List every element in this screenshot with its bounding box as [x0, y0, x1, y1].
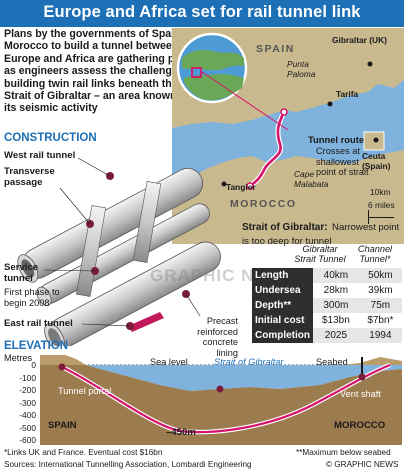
elevation-heading: ELEVATION	[4, 340, 69, 352]
label-precast-note: Precast reinforced concrete lining	[197, 316, 238, 358]
cell-gibraltar: 40km	[313, 268, 359, 283]
tangier-dot	[221, 181, 227, 187]
map-scale-mi: 6 miles	[368, 200, 395, 210]
label-elev-spain: SPAIN	[48, 420, 77, 431]
label-east-rail-tunnel: East rail tunnel	[4, 318, 73, 329]
elevation-tick: -100	[19, 372, 36, 383]
label-strait: Strait of Gibraltar	[214, 357, 284, 367]
marker-seabed	[216, 385, 224, 393]
globe-europe	[182, 50, 244, 70]
morocco-land	[172, 150, 404, 244]
cell-channel: $7bn*	[358, 313, 402, 328]
transverse-passage-2	[132, 181, 162, 263]
page-title: Europe and Africa set for rail tunnel li…	[43, 3, 361, 21]
label-transverse-passage: Transverse passage	[4, 166, 55, 188]
table-row: Initial cost$13bn$7bn*	[252, 313, 402, 328]
train-graphic	[128, 312, 164, 332]
seabed-earth	[40, 365, 402, 445]
transverse-passage-1	[75, 205, 107, 297]
elevation-tick: 0	[31, 360, 36, 370]
ceuta-dot	[373, 137, 379, 143]
strait-info: Strait of Gibraltar: Narrowest point is …	[242, 220, 404, 247]
map-label-route-note: Crosses at shallowest point of strait	[316, 146, 369, 177]
cape-malabata-dot	[246, 182, 254, 190]
cell-gibraltar: 2025	[313, 328, 359, 343]
cell-channel: 1994	[358, 328, 402, 343]
map-label-punta-paloma: Punta Paloma	[287, 59, 316, 79]
map-label-morocco: MOROCCO	[230, 198, 297, 210]
col-header-channel: Channel Tunnel*	[357, 244, 393, 264]
map-label-tangier: Tangier	[226, 182, 256, 192]
tunnel-route-line	[248, 110, 286, 188]
east-tunnel-graphic	[44, 241, 221, 346]
row-label: Completion	[252, 328, 313, 343]
footnote-max: **Maximum below seabed	[296, 448, 391, 457]
row-label: Undersea	[252, 283, 313, 298]
title-bar	[0, 0, 404, 27]
intro-text: Plans by the governments of Spain and Mo…	[4, 28, 203, 115]
marker-vent-shaft	[358, 373, 366, 381]
globe-locator	[176, 32, 248, 104]
cell-channel: 75m	[358, 298, 402, 313]
cell-gibraltar: $13bn	[313, 313, 359, 328]
elevation-tick: -500	[19, 422, 36, 433]
label-depth: –450m	[166, 427, 196, 438]
label-vent-shaft: Vent shaft	[340, 389, 381, 399]
globe-pointer	[201, 71, 289, 131]
label-west-rail-tunnel: West rail tunnel	[4, 150, 76, 161]
row-label: Initial cost	[252, 313, 313, 328]
strait-heading: Strait of Gibraltar:	[242, 222, 328, 233]
map-label-gibraltar: Gibraltar (UK)	[332, 35, 387, 45]
footnote-credit: © GRAPHIC NEWS	[326, 460, 399, 469]
label-service-note: First phase to begin 2008	[4, 287, 60, 308]
map-label-route-title: Tunnel route	[308, 134, 365, 145]
strait-note: Narrowest point is too deep for tunnel	[242, 222, 400, 247]
land-top	[40, 355, 402, 365]
map-label-tarifa: Tarifa	[336, 89, 359, 99]
sea-water	[86, 365, 402, 391]
label-service-tunnel: Service tunnel	[4, 262, 39, 284]
tunnel-profile-line	[61, 363, 391, 434]
elevation-profile	[40, 355, 402, 445]
elevation-tick: -600	[19, 435, 36, 445]
elevation-metres-label: Metres	[4, 353, 33, 363]
footnote-sources: Sources: International Tunnelling Associ…	[4, 460, 252, 469]
elevation-tick: -400	[19, 410, 36, 420]
label-elev-morocco: MOROCCO	[334, 420, 386, 431]
scale-bar-h	[368, 217, 394, 218]
tunnel-diagram	[17, 157, 221, 346]
map-scale-km: 10km	[370, 187, 391, 197]
map-label-cape-malabata: Cape Malabata	[294, 169, 329, 189]
row-label: Depth**	[252, 298, 313, 313]
label-tunnel-portal: Tunnel portal	[58, 386, 112, 396]
map-label-spain: SPAIN	[256, 43, 295, 55]
col-header-gibraltar: Gibraltar Strait Tunnel	[294, 244, 346, 264]
cell-gibraltar: 300m	[313, 298, 359, 313]
elevation-tick: -200	[19, 385, 36, 395]
globe-africa	[184, 74, 244, 101]
construction-heading: CONSTRUCTION	[4, 132, 97, 144]
cell-channel: 50km	[358, 268, 402, 283]
label-seabed: Seabed	[316, 357, 348, 367]
marker-tunnel-portal	[58, 363, 66, 371]
gibraltar-dot	[367, 61, 373, 67]
map-label-ceuta: Ceuta (Spain)	[362, 151, 391, 171]
cell-channel: 39km	[358, 283, 402, 298]
elevation-tick: -300	[19, 397, 36, 408]
tarifa-dot	[327, 101, 333, 107]
pointer-line	[201, 71, 289, 131]
label-sea-level: Sea level	[150, 357, 188, 367]
row-label: Length	[252, 268, 313, 283]
footnote-links: *Links UK and France. Eventual cost $16b…	[4, 448, 163, 457]
punta-paloma-dot	[280, 108, 288, 116]
cell-gibraltar: 28km	[313, 283, 359, 298]
globe-highlight	[191, 67, 202, 78]
